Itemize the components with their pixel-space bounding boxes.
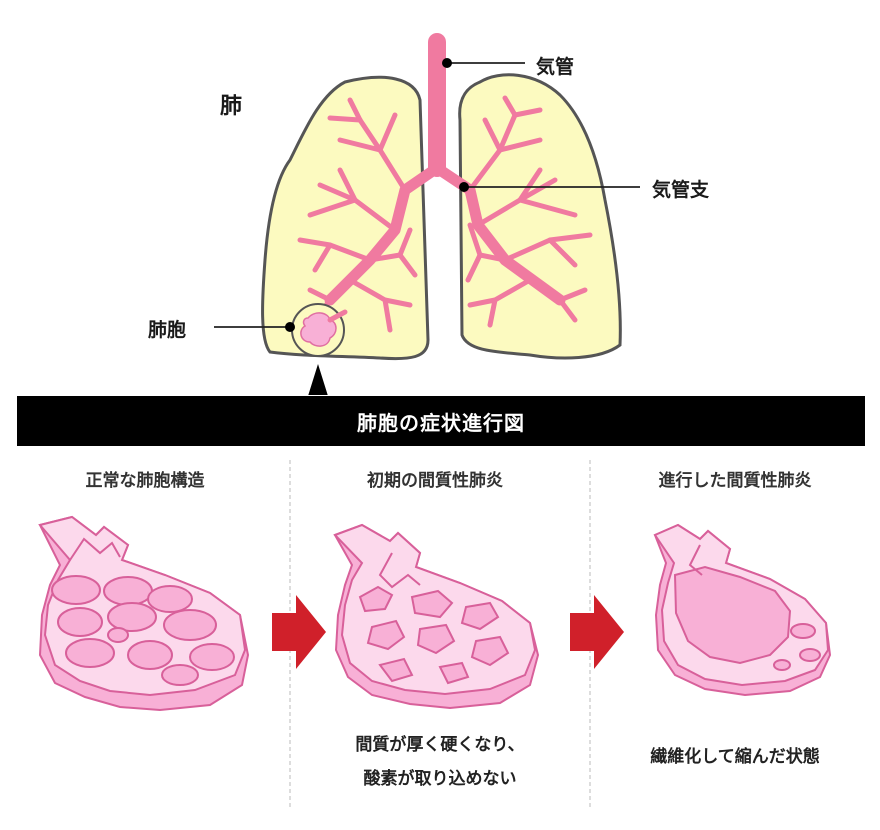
alveolus-label: 肺胞 (148, 319, 187, 341)
caption-advanced: 繊維化して縮んだ状態 (590, 740, 880, 774)
arrow-2 (570, 595, 624, 669)
stage-title-advanced: 進行した間質性肺炎 (658, 471, 812, 491)
stage-title-normal: 正常な肺胞構造 (85, 471, 205, 491)
arrow-1 (272, 595, 326, 669)
bronchus-dot (459, 182, 469, 192)
alveolus-early (333, 523, 540, 710)
pointer-triangle (308, 364, 328, 395)
trachea-label: 気管 (536, 56, 575, 78)
caption-advanced-line-1: 繊維化して縮んだ状態 (650, 747, 820, 767)
banner-title: 肺胞の症状進行図 (357, 410, 525, 435)
bronchus-label: 気管支 (652, 179, 710, 201)
trachea-dot (442, 58, 452, 68)
caption-early-line-2: 酸素が取り込めない (363, 769, 517, 789)
airway-tree (297, 33, 593, 333)
progression-banner: 肺胞の症状進行図 (17, 396, 865, 446)
right-lung (458, 73, 622, 360)
leader-lines (214, 62, 640, 328)
alveolus-advanced (653, 523, 832, 697)
caption-early: 間質が厚く硬くなり、 酸素が取り込めない (290, 728, 590, 796)
lung-illustration (214, 33, 640, 395)
stage-title-early: 初期の間質性肺炎 (367, 471, 503, 491)
alveolus-dot (285, 322, 295, 332)
stage-illustrations (38, 515, 832, 712)
alveolus-normal (38, 515, 250, 712)
lung-label: 肺 (220, 94, 243, 119)
caption-early-line-1: 間質が厚く硬くなり、 (355, 735, 525, 755)
